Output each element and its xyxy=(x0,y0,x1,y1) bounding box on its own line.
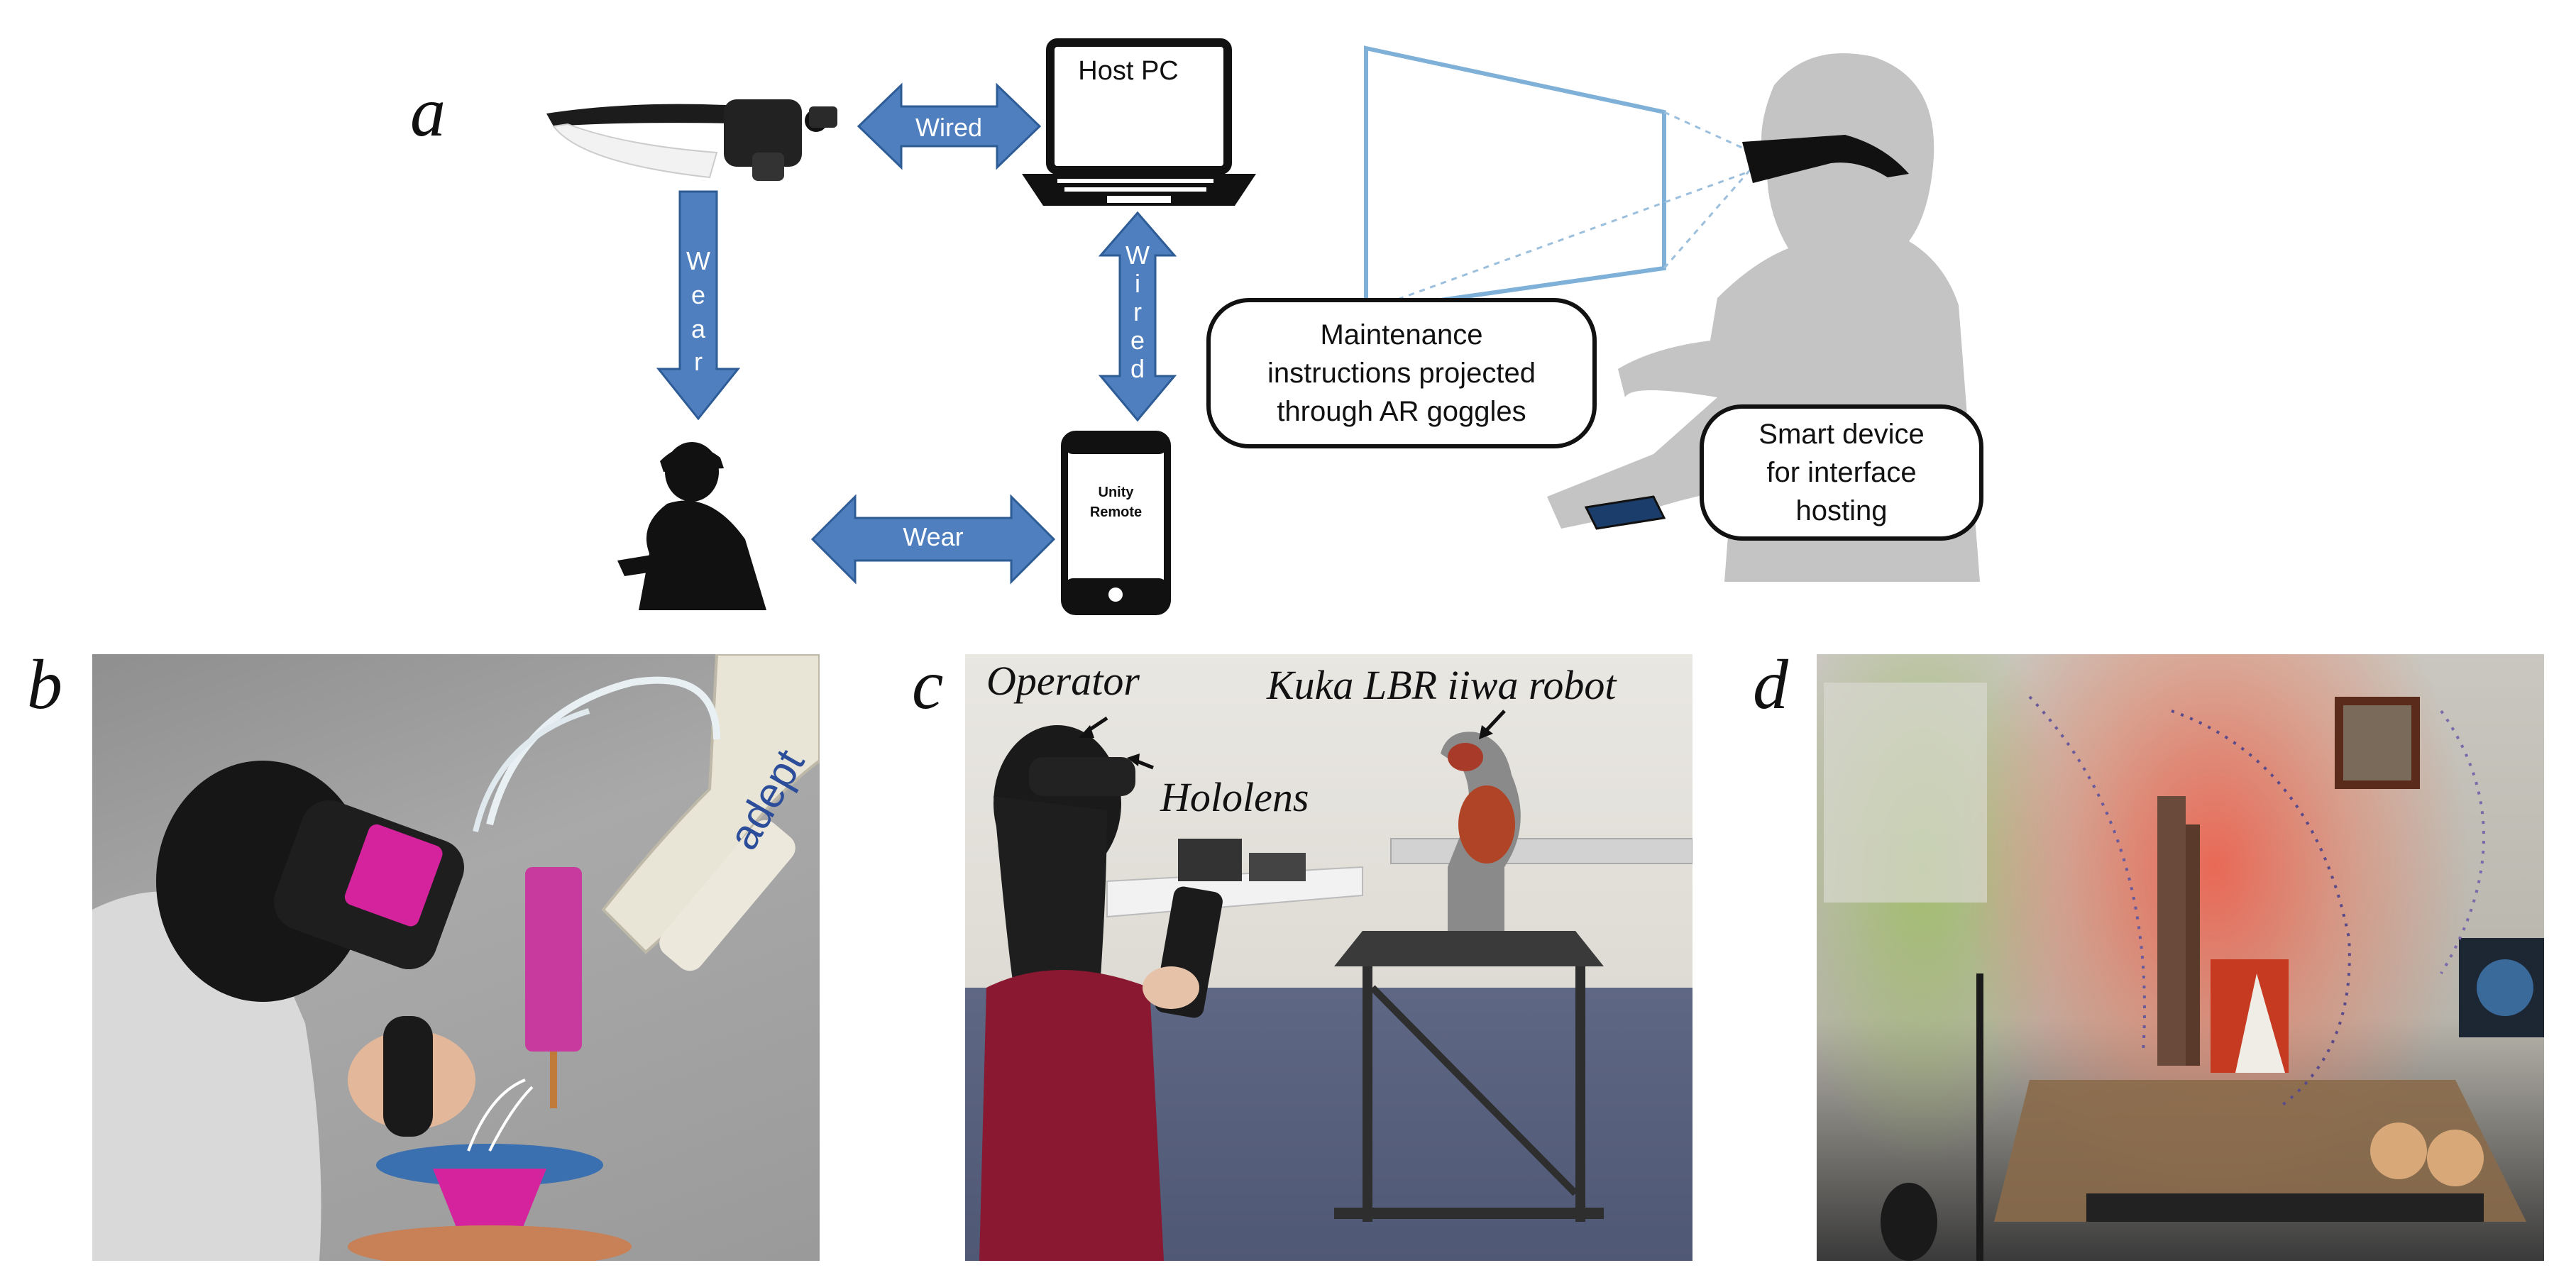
label-operator: Operator xyxy=(986,658,1140,704)
phone-screen-text: Unity Remote xyxy=(1089,485,1143,520)
panel-letter-c: c xyxy=(912,645,944,724)
panel-letter-b: b xyxy=(27,645,62,724)
arrow-wired-horizontal-label: Wired xyxy=(915,113,982,142)
panel-b-scene: adept xyxy=(92,654,820,1261)
svg-text:d: d xyxy=(1130,354,1145,383)
callout-maintenance-instructions: Maintenance instructions projected throu… xyxy=(1206,298,1597,448)
svg-text:e: e xyxy=(691,280,705,309)
host-pc-label: Host PC xyxy=(1078,56,1178,86)
arrow-wear-horizontal-label: Wear xyxy=(903,522,964,551)
user-tablet-icon xyxy=(1584,495,1666,530)
svg-text:r: r xyxy=(694,347,703,376)
arrow-wired-vertical: W i r e d xyxy=(1098,211,1177,422)
panel-c-photo: Operator Kuka LBR iiwa robot Hololens xyxy=(965,654,1692,1261)
svg-text:W: W xyxy=(1125,241,1150,270)
panel-letter-d: d xyxy=(1753,645,1788,724)
svg-text:W: W xyxy=(686,246,710,275)
panel-d-photo xyxy=(1817,654,2544,1261)
callout-smart-device: Smart device for interface hosting xyxy=(1700,404,1983,541)
arrow-wired-horizontal: Wired xyxy=(857,82,1042,170)
panel-letter-a: a xyxy=(410,72,446,151)
ar-goggles-icon xyxy=(546,99,837,181)
svg-text:e: e xyxy=(1130,326,1145,355)
projected-screen xyxy=(1364,45,1754,314)
user-goggles-icon xyxy=(1742,135,1909,183)
panel-d-scene xyxy=(1824,683,2544,1261)
svg-text:i: i xyxy=(1135,269,1140,298)
panel-b-photo: adept xyxy=(92,654,820,1261)
host-pc-laptop-icon: Host PC xyxy=(1022,38,1256,206)
arrow-wear-vertical: W e a r xyxy=(656,190,741,421)
label-hololens: Hololens xyxy=(1160,774,1309,820)
panel-c-scene xyxy=(979,710,1692,1261)
smartphone-icon xyxy=(1061,431,1171,615)
worker-silhouette-icon xyxy=(617,442,766,610)
svg-text:r: r xyxy=(1133,297,1142,326)
arrow-wear-horizontal xyxy=(810,494,1056,585)
label-kuka-robot: Kuka LBR iiwa robot xyxy=(1267,662,1617,708)
svg-text:a: a xyxy=(691,314,706,343)
